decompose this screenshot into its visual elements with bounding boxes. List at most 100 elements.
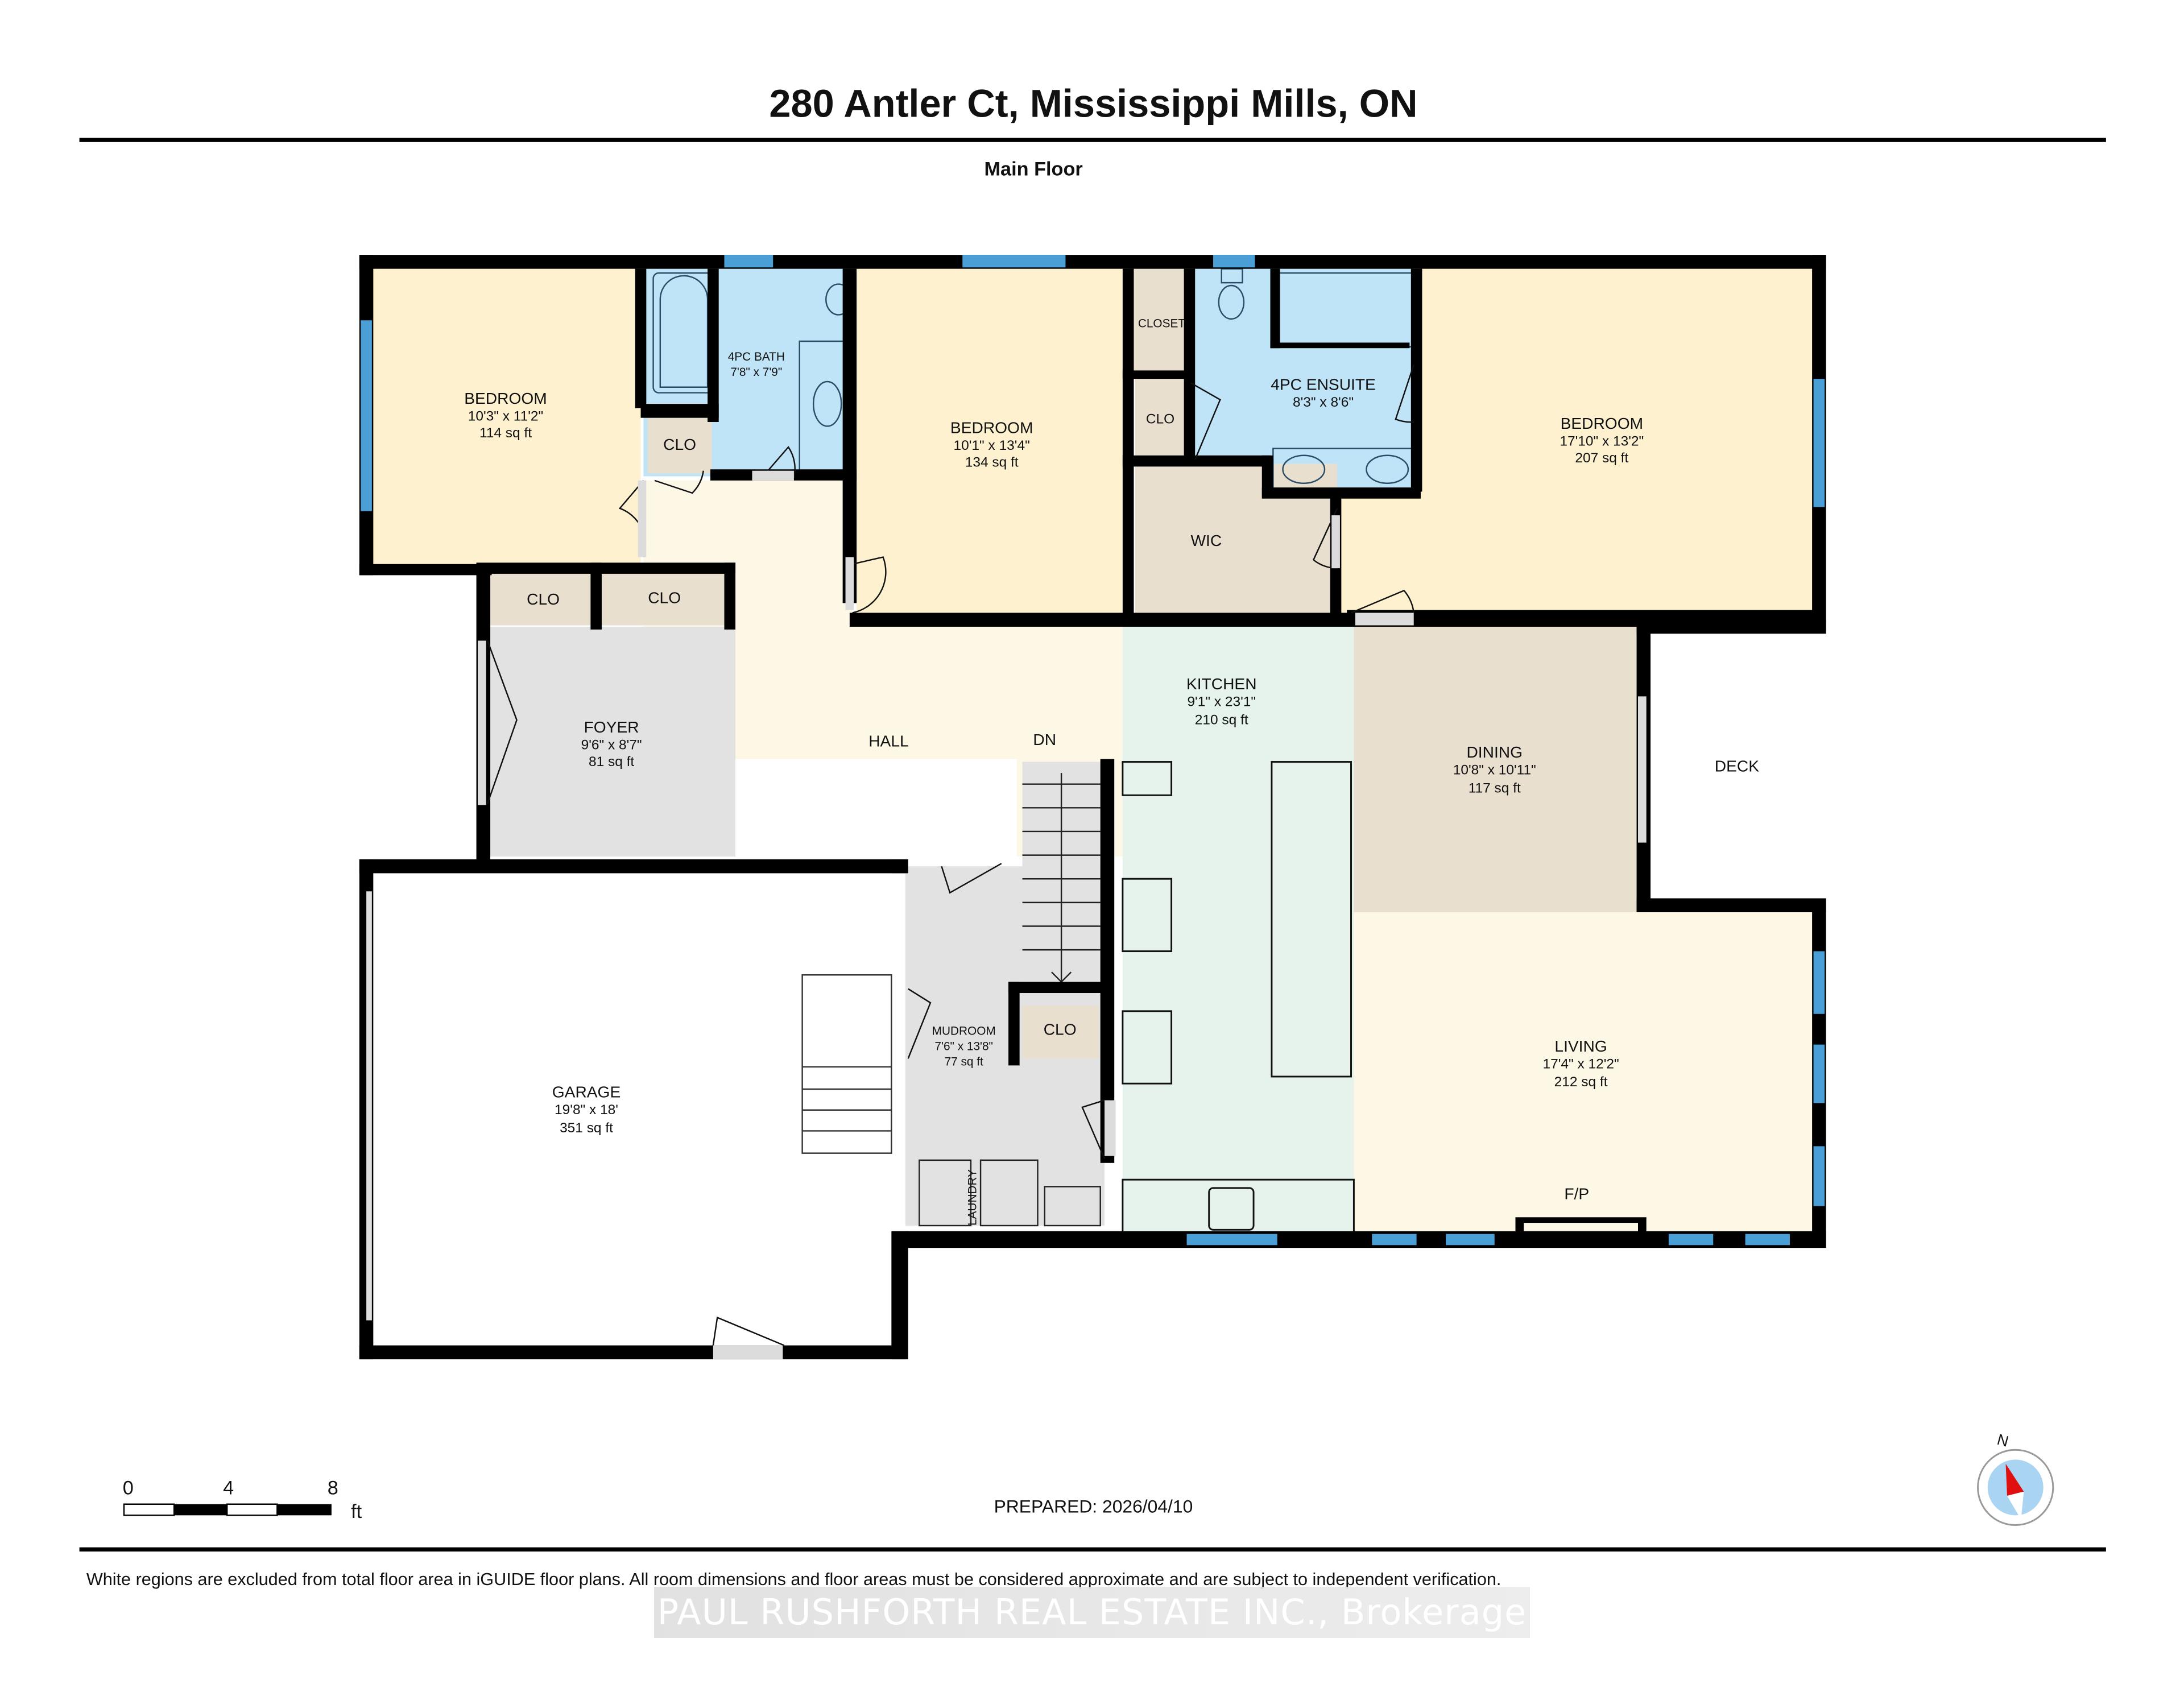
- dims-mudroom: 7'6" x 13'8": [934, 1040, 993, 1053]
- room-clo-bath[interactable]: [647, 417, 712, 474]
- label-bedroom-1: BEDROOM: [464, 390, 547, 407]
- window: [1813, 1044, 1825, 1103]
- window: [1668, 1234, 1714, 1246]
- dims-garage: 19'8" x 18': [555, 1102, 618, 1118]
- floor-name: Main Floor: [985, 159, 1083, 180]
- room-clo-foyer-left[interactable]: [490, 573, 592, 626]
- dims-bedroom-2: 10'1" x 13'4": [954, 438, 1030, 453]
- room-bedroom-1[interactable]: [369, 267, 641, 564]
- room-bedroom-2[interactable]: [857, 267, 1124, 620]
- door-swing[interactable]: [1081, 1099, 1106, 1159]
- windows: [361, 255, 1825, 1246]
- room-labels: BEDROOM 10'3" x 11'2" 114 sq ft 4PC BATH…: [464, 317, 1759, 1226]
- area-foyer: 81 sq ft: [589, 754, 634, 769]
- area-bedroom-3: 207 sq ft: [1575, 450, 1628, 466]
- area-living: 212 sq ft: [1554, 1074, 1608, 1090]
- room-closet[interactable]: [1130, 267, 1191, 374]
- door-swing[interactable]: [1190, 382, 1221, 460]
- door-swing[interactable]: [1351, 589, 1414, 614]
- window: [361, 320, 372, 511]
- window: [1813, 1146, 1825, 1206]
- room-hall[interactable]: [643, 480, 1123, 857]
- room-foyer[interactable]: [487, 626, 736, 857]
- label-hall: HALL: [868, 733, 908, 750]
- window: [1745, 1234, 1790, 1246]
- prepared-date: PREPARED: 2026/04/10: [994, 1496, 1193, 1516]
- label-deck: DECK: [1715, 758, 1759, 775]
- address-title: 280 Antler Ct, Mississippi Mills, ON: [769, 82, 1417, 126]
- label-kitchen: KITCHEN: [1186, 675, 1257, 693]
- fireplace: [1515, 1217, 1647, 1234]
- stair-treads: [1022, 773, 1101, 983]
- laundry-sink-icon: [1044, 1186, 1101, 1227]
- door-swing[interactable]: [852, 556, 887, 614]
- door-swing[interactable]: [761, 446, 796, 478]
- brokerage-watermark: PAUL RUSHFORTH REAL ESTATE INC., Brokera…: [654, 1587, 1530, 1638]
- doors: [486, 365, 1414, 1346]
- door-swing[interactable]: [712, 1316, 785, 1346]
- label-dining: DINING: [1466, 743, 1523, 761]
- door-swing[interactable]: [1395, 365, 1414, 423]
- area-garage: 351 sq ft: [560, 1120, 613, 1136]
- dims-kitchen: 9'1" x 23'1": [1187, 694, 1256, 710]
- room-fills: [369, 267, 1825, 1347]
- room-bedroom-3[interactable]: [1341, 267, 1814, 613]
- room-clo-mudroom[interactable]: [1022, 1006, 1099, 1059]
- label-clo-bath: CLO: [663, 436, 696, 453]
- label-fireplace: F/P: [1564, 1185, 1589, 1202]
- room-wic[interactable]: [1135, 464, 1338, 613]
- label-bedroom-3: BEDROOM: [1561, 415, 1643, 432]
- scale-bar: 0 4 8 ft: [123, 1478, 362, 1523]
- door-swing[interactable]: [654, 470, 704, 494]
- room-living[interactable]: [1354, 912, 1814, 1236]
- sink-icon: [1366, 454, 1409, 484]
- label-clo-foyer-right: CLO: [648, 589, 681, 606]
- dims-foyer: 9'6" x 8'7": [581, 737, 642, 752]
- room-clo-bed2[interactable]: [1135, 379, 1188, 457]
- area-kitchen: 210 sq ft: [1195, 712, 1248, 727]
- window: [1372, 1234, 1417, 1246]
- label-closet: CLOSET: [1138, 317, 1186, 330]
- door-swing[interactable]: [486, 640, 518, 804]
- door-swing[interactable]: [907, 988, 932, 1059]
- scale-unit: ft: [351, 1501, 362, 1522]
- footer-rule: [79, 1547, 2106, 1552]
- room-deck[interactable]: [1648, 631, 1825, 899]
- label-mudroom: MUDROOM: [932, 1024, 996, 1037]
- washer-icon: [919, 1159, 972, 1227]
- door-swing[interactable]: [941, 863, 1002, 894]
- dryer-icon: [979, 1159, 1039, 1227]
- area-mudroom: 77 sq ft: [945, 1055, 983, 1068]
- label-laundry: LAUNDRY: [966, 1169, 979, 1226]
- label-bath: 4PC BATH: [728, 350, 785, 363]
- room-kitchen[interactable]: [1122, 626, 1354, 1233]
- laundry-fixtures: [919, 1159, 1101, 1227]
- dims-bedroom-1: 10'3" x 11'2": [468, 409, 543, 424]
- label-living: LIVING: [1554, 1037, 1607, 1055]
- label-clo-bed2: CLO: [1146, 411, 1174, 427]
- window: [1813, 951, 1825, 1014]
- garage-steps: [801, 974, 892, 1154]
- label-ensuite: 4PC ENSUITE: [1271, 376, 1376, 394]
- window: [1813, 379, 1825, 507]
- dims-ensuite: 8'3" x 8'6": [1293, 395, 1354, 410]
- window: [962, 255, 1066, 268]
- kitchen-sink-icon: [1208, 1187, 1255, 1231]
- dims-dining: 10'8" x 10'11": [1453, 763, 1536, 778]
- label-clo-foyer-left: CLO: [527, 590, 560, 608]
- area-bedroom-1: 114 sq ft: [479, 425, 532, 441]
- area-dining: 117 sq ft: [1469, 780, 1521, 796]
- window: [1213, 255, 1255, 268]
- sink-icon: [1282, 454, 1326, 484]
- room-clo-foyer-right[interactable]: [601, 573, 727, 626]
- label-garage: GARAGE: [552, 1083, 621, 1101]
- scale-tick-8: 8: [328, 1478, 338, 1499]
- header-rule: [79, 138, 2106, 142]
- toilet-icon: [1218, 284, 1245, 320]
- compass-north-label: N: [1995, 1431, 2011, 1450]
- sink-icon: [812, 380, 842, 427]
- dims-living: 17'4" x 12'2": [1542, 1056, 1619, 1071]
- room-ensuite[interactable]: [1195, 267, 1414, 495]
- room-dining[interactable]: [1354, 626, 1637, 912]
